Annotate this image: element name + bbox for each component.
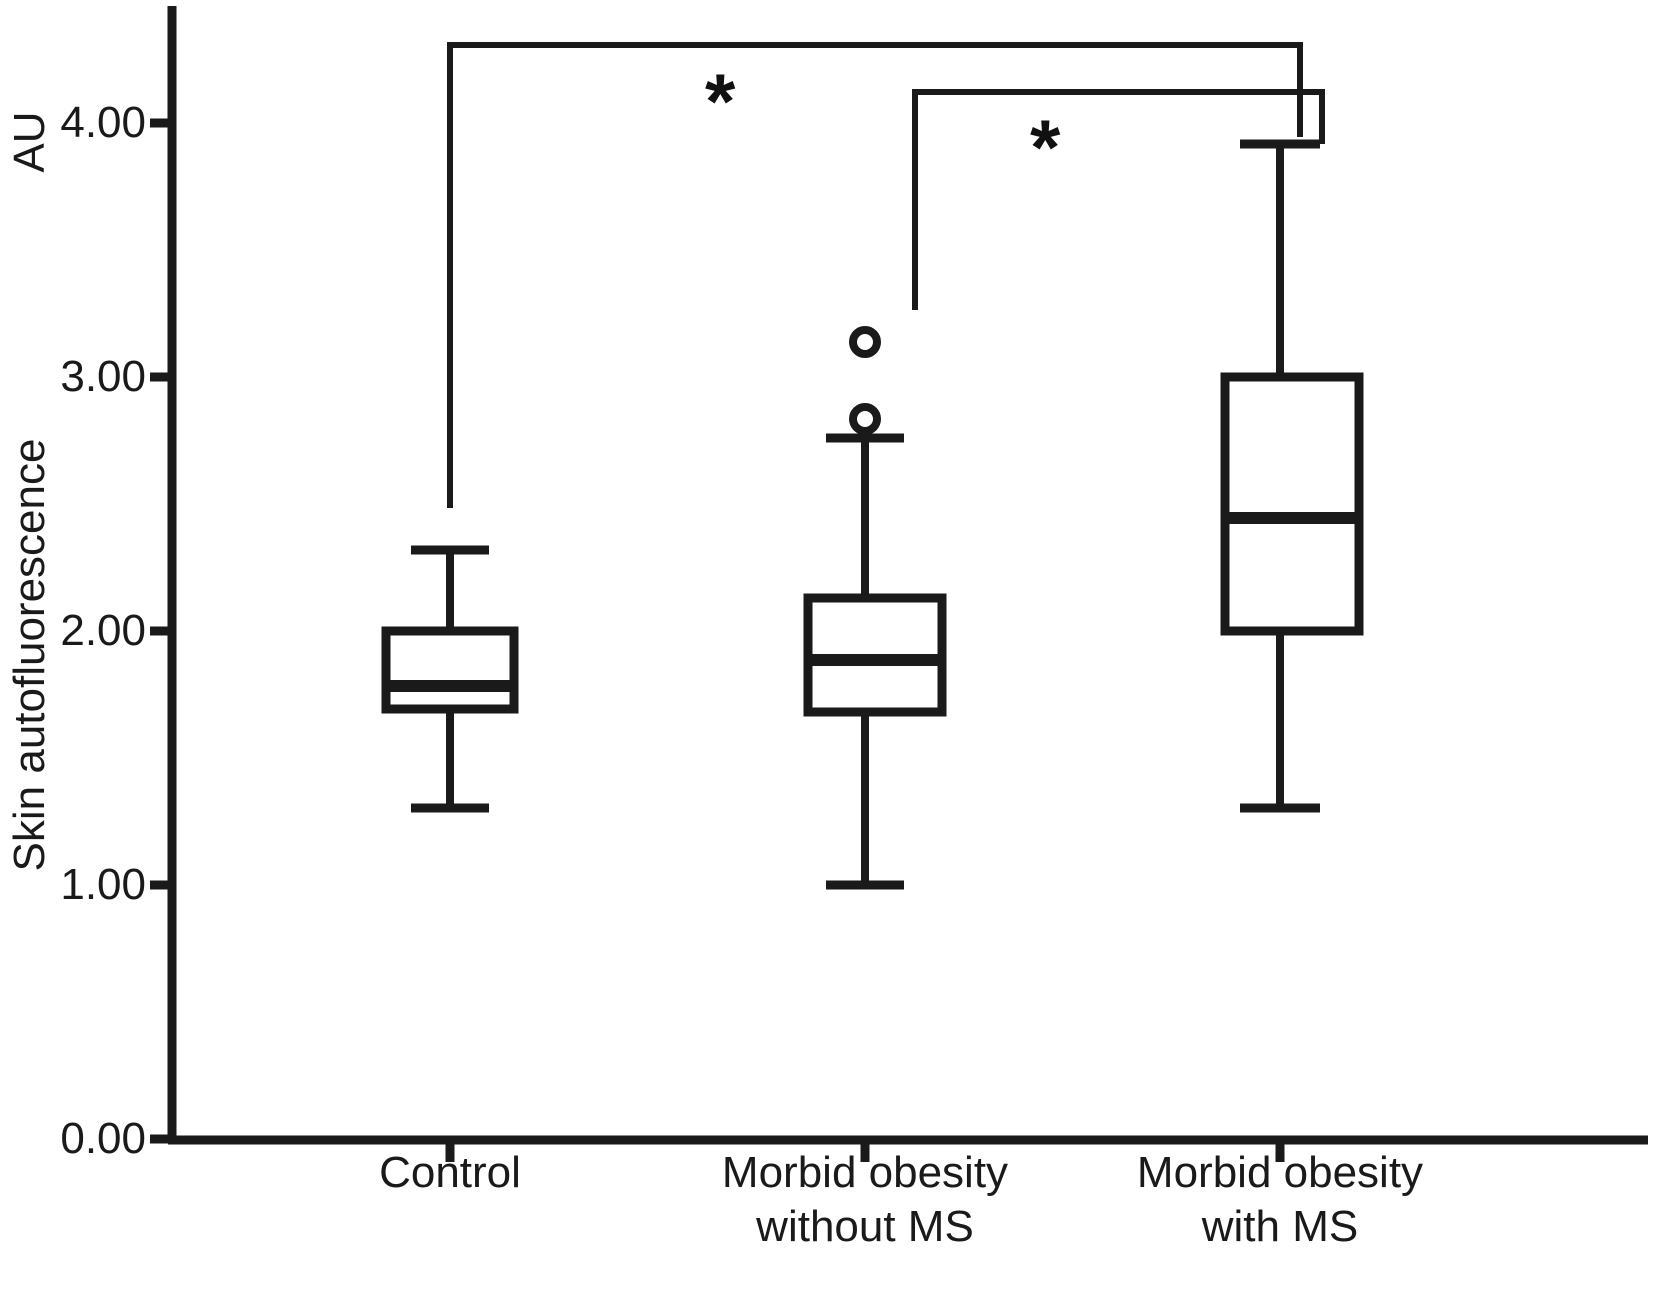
boxplot-control [381, 545, 519, 813]
control-box [381, 626, 519, 714]
significance-bracket-2-path [912, 89, 1325, 310]
y-tick-label-0: 0.00 [60, 1114, 146, 1163]
without-ms-outlier-low [849, 403, 881, 435]
significance-star-2: * [1030, 103, 1061, 191]
plot-axes [150, 6, 1648, 1162]
x-tick-label-morbid-obesity-without-ms: Morbid obesity without MS [721, 1148, 1009, 1251]
x-tick-label-morbid-obesity-with-ms: Morbid obesity with MS [1136, 1148, 1424, 1251]
y-tick-label-1: 1.00 [60, 860, 146, 909]
y-tick-label-2: 2.00 [60, 606, 146, 655]
with-ms-box [1220, 372, 1364, 636]
boxplot-morbid-obesity-without-ms [803, 326, 947, 890]
y-tick-label-4: 4.00 [60, 98, 146, 147]
without-ms-outlier-high [849, 326, 881, 358]
y-tick-label-3: 3.00 [60, 352, 146, 401]
significance-star-1: * [705, 57, 736, 145]
boxplot-morbid-obesity-with-ms [1220, 139, 1364, 813]
significance-bracket-without-ms-vs-with-ms [912, 89, 1325, 310]
